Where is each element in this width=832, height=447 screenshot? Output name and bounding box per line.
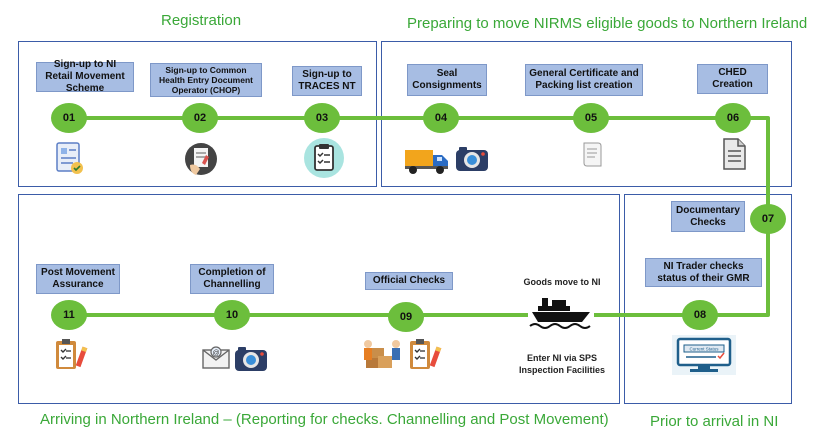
step-06-label: CHED Creation xyxy=(697,64,768,94)
panel-registration xyxy=(18,41,377,187)
step-11-node: 11 xyxy=(51,300,87,330)
step-03-label: Sign-up to TRACES NT xyxy=(292,66,362,96)
ship-icon xyxy=(528,294,594,334)
header-registration: Registration xyxy=(161,12,242,29)
header-arriving: Arriving in Northern Ireland – (Reportin… xyxy=(40,411,609,428)
truck-icon xyxy=(405,150,448,174)
step-10-node: 10 xyxy=(214,300,250,330)
step-07-node: 07 xyxy=(750,204,786,234)
step-02-node: 02 xyxy=(182,103,218,133)
step-02-label: Sign-up to Common Health Entry Document … xyxy=(150,63,262,97)
panel-arriving xyxy=(18,194,620,404)
step-04-node: 04 xyxy=(423,103,459,133)
step-11-label: Post Movement Assurance xyxy=(36,264,120,294)
header-prior: Prior to arrival in NI xyxy=(650,413,779,430)
step-09-node: 09 xyxy=(388,302,424,332)
clipboard-pencil-icon xyxy=(56,339,88,369)
clipboard-pencil-icon xyxy=(410,339,442,369)
ship-top-text: Goods move to NI xyxy=(523,277,601,287)
computer-status-icon: Current Status xyxy=(672,335,736,375)
step-04-label: Seal Consignments xyxy=(407,64,487,96)
step-05-node: 05 xyxy=(573,103,609,133)
svg-text:@: @ xyxy=(212,350,219,357)
warehouse-workers-icon xyxy=(364,340,400,368)
header-preparing: Preparing to move NIRMS eligible goods t… xyxy=(407,15,808,32)
panel-prior xyxy=(624,194,792,404)
step-05-label: General Certificate and Packing list cre… xyxy=(525,64,643,96)
step-01-label: Sign-up to NI Retail Movement Scheme xyxy=(36,59,134,94)
step-03-node: 03 xyxy=(304,103,340,133)
envelope-icon: @ xyxy=(202,346,230,369)
step-06-node: 06 xyxy=(715,103,751,133)
camera-icon xyxy=(235,347,267,371)
status-screen-text: Current Status xyxy=(689,347,719,352)
step-08-label: NI Trader checks status of their GMR xyxy=(645,258,762,287)
step-09-label: Official Checks xyxy=(365,272,453,290)
step-07-label: Documentary Checks xyxy=(671,201,745,232)
step-08-node: 08 xyxy=(682,300,718,330)
camera-icon xyxy=(456,147,488,171)
clipboard-hand-icon xyxy=(185,143,217,175)
panel-preparing xyxy=(381,41,792,187)
certificate-scroll-icon xyxy=(583,142,602,167)
ship-bottom-text: Enter NI via SPS Inspection Facilities xyxy=(518,353,606,375)
step-01-node: 01 xyxy=(51,103,87,133)
clipboard-circle-icon xyxy=(304,138,344,178)
step-10-label: Completion of Channelling xyxy=(190,264,274,294)
form-checklist-icon xyxy=(56,142,83,174)
document-icon xyxy=(723,138,746,170)
